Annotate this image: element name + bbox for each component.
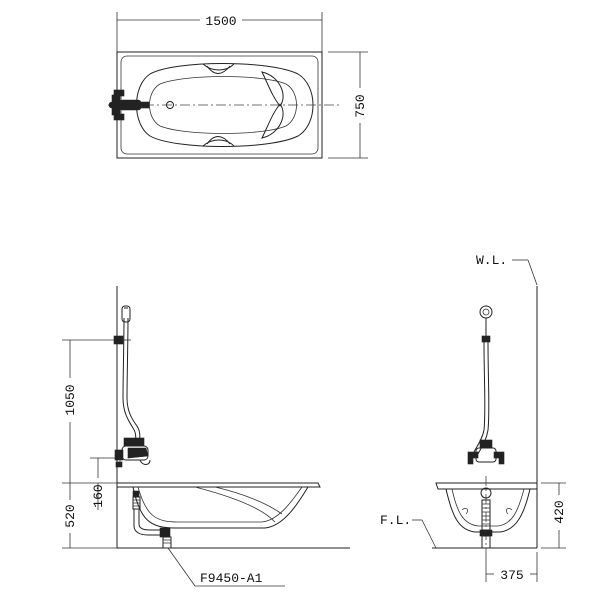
waste-fitting [132,490,172,549]
drain-icon [166,101,174,109]
dimension-riser-height: 1050 [62,339,114,483]
dimension-end-rim: 420 [541,482,567,549]
dimension-floor-to-rim: 520 [62,482,120,549]
dimension-top-depth: 750 [328,51,368,159]
side-shower-head-icon [479,305,493,319]
plan-view: 1500 750 [108,12,368,159]
dim-375-text: 375 [500,568,523,583]
dim-750-text: 750 [353,94,368,117]
shower-riser [113,305,141,447]
dim-520-text: 520 [63,504,78,527]
tub-front-rim [117,482,321,488]
tub-side-rim [435,482,538,490]
side-trap [479,499,493,549]
dimension-top-width: 1500 [116,12,323,52]
dim-420-text: 420 [552,500,567,523]
dimension-end-offset: 375 [485,552,538,583]
mixer-valve-icon [114,437,151,468]
dimension-mixer-height: 160 [90,457,120,510]
floor-level-label: F.L. [380,513,411,528]
dim-1050-text: 1050 [63,384,78,415]
part-code-callout: F9450-A1 [167,547,285,587]
tub-front-body [132,486,309,529]
faucet-plan-icon [108,89,150,121]
side-mixer-icon [467,439,505,465]
part-code-text: F9450-A1 [200,571,263,586]
dim-160-text: 160 [91,484,106,507]
side-elevation: W.L. F.L. 420 375 [380,253,567,583]
shower-head-icon [121,305,131,323]
water-line-label: W.L. [476,253,507,268]
tub-plan-basin [136,63,314,147]
dim-1500-text: 1500 [205,14,236,29]
side-shower-riser [473,305,493,455]
front-elevation: 1050 160 520 [62,286,350,587]
